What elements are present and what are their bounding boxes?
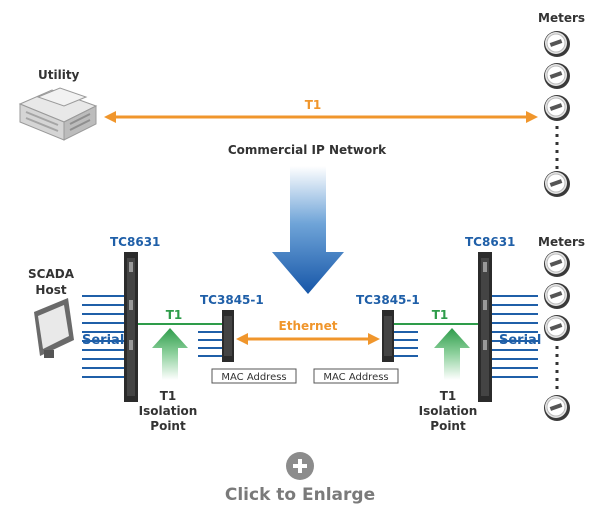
mac-right-label: MAC Address [323, 372, 388, 383]
mac-address-right-box [313, 368, 399, 384]
serial-right-label: Serial [499, 333, 541, 348]
mac-address-left-box [211, 368, 297, 384]
commercial-network-label: Commercial IP Network [228, 143, 387, 157]
utility-building-icon [18, 87, 98, 141]
isolation-arrow-right-icon [434, 328, 470, 380]
meter-icon [543, 94, 571, 122]
meters-bottom-label: Meters [538, 235, 585, 249]
click-to-enlarge-button[interactable]: Click to Enlarge [0, 448, 600, 508]
meter-icon [543, 62, 571, 90]
scada-label: SCADA [28, 267, 75, 281]
iso-left-line1: T1 [160, 389, 177, 403]
meter-icon [543, 394, 571, 422]
meters-top-label: Meters [538, 11, 585, 25]
tc8631-left-label: TC8631 [110, 235, 160, 249]
t1-top-label: T1 [305, 98, 322, 112]
tc3845-right-device-icon [382, 310, 394, 362]
tc8631-left-device-icon [124, 252, 138, 402]
mac-left-label: MAC Address [221, 372, 286, 383]
isolation-arrow-left-icon [152, 328, 188, 380]
t1-link-top [104, 111, 538, 123]
utility-label: Utility [38, 68, 80, 82]
tc3845-right-lines [394, 331, 418, 357]
serial-lines-right [492, 295, 538, 378]
tc3845-left-lines [198, 331, 222, 357]
meter-icon [543, 30, 571, 58]
network-down-arrow-icon [272, 166, 344, 294]
computer-monitor-icon [34, 298, 74, 358]
iso-right-line3: Point [430, 419, 466, 433]
iso-left-line2: Isolation [139, 404, 198, 418]
scada-host-label: Host [35, 283, 66, 297]
tc8631-right-device-icon [478, 252, 492, 402]
tc3845-left-device-icon [222, 310, 234, 362]
t1-right-label: T1 [432, 308, 449, 322]
ethernet-link [236, 333, 380, 345]
ethernet-label: Ethernet [279, 319, 338, 333]
meter-icon [543, 282, 571, 310]
tc8631-right-label: TC8631 [465, 235, 515, 249]
tc3845-left-label: TC3845-1 [200, 293, 264, 307]
tc3845-right-label: TC3845-1 [356, 293, 420, 307]
serial-left-label: Serial [82, 333, 124, 348]
serial-lines-left [82, 295, 124, 378]
iso-right-line2: Isolation [419, 404, 478, 418]
iso-left-line3: Point [150, 419, 186, 433]
meter-icon [543, 314, 571, 342]
enlarge-label: Click to Enlarge [224, 485, 376, 505]
plus-circle-icon [286, 452, 314, 480]
iso-right-line1: T1 [440, 389, 457, 403]
meter-icon [543, 250, 571, 278]
t1-left-label: T1 [166, 308, 183, 322]
meter-icon [543, 170, 571, 198]
